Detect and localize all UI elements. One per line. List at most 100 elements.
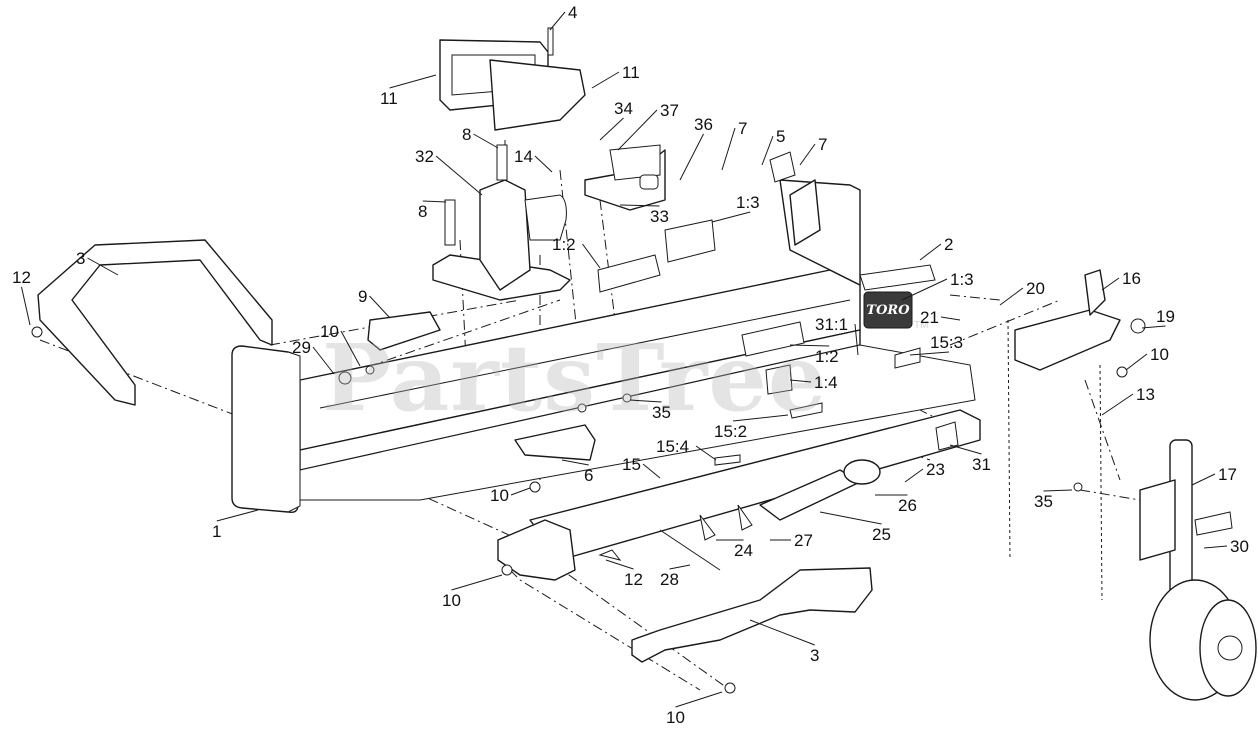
callout-leader-line: [854, 323, 859, 356]
callout-c9: 9: [358, 287, 391, 319]
callout-label: 37: [660, 101, 679, 120]
callout-c11b: 11: [591, 63, 640, 89]
callout-label: 15:3: [930, 333, 963, 352]
callout-leader-line: [901, 278, 948, 301]
wedge-plates: [439, 39, 586, 131]
callout-leader-line: [675, 691, 723, 708]
callout-label: 15:4: [656, 437, 689, 456]
wedge-shoe-6: [514, 424, 596, 461]
callout-label: 11: [622, 63, 640, 82]
callout-label: 10: [1150, 345, 1169, 364]
callout-leader-line: [909, 351, 950, 356]
callout-label: 12: [624, 570, 643, 589]
callout-c25: 25: [819, 511, 891, 544]
callout-c21: 21: [920, 308, 961, 327]
callout-label: 13: [1136, 385, 1155, 404]
callout-c11a: 11: [380, 74, 437, 108]
callout-leader-line: [721, 127, 736, 171]
callout-leader-line: [534, 155, 553, 173]
callout-leader-line: [340, 330, 361, 367]
callout-leader-line: [21, 286, 31, 326]
callout-leader-line: [669, 564, 691, 570]
callout-leader-line: [619, 204, 660, 207]
callout-leader-line: [1125, 353, 1148, 371]
callout-c10d: 10: [442, 574, 503, 610]
callout-label: 3: [76, 249, 85, 268]
callout-label: 10: [490, 486, 509, 505]
callout-label: 15:2: [714, 422, 747, 441]
callout-c8b: 8: [418, 200, 447, 221]
callout-leader-line: [473, 133, 499, 149]
callout-leader-line: [1141, 325, 1166, 329]
callout-c31_1: 31:1: [815, 315, 859, 356]
callout-label: 35: [1034, 492, 1053, 511]
safety-chains: [1007, 319, 1103, 601]
callout-leader-line: [949, 444, 982, 455]
callout-leader-line: [999, 287, 1024, 306]
callout-label: 1:3: [736, 193, 760, 212]
callout-c12b: 12: [605, 559, 643, 589]
callout-c1_4: 1:4: [789, 373, 838, 392]
callout-leader-line: [591, 71, 620, 89]
watermark-text: PartsTree: [322, 324, 827, 432]
callout-leader-line: [561, 459, 589, 466]
callout-c6: 6: [561, 459, 593, 485]
callout-c13: 13: [1101, 385, 1155, 416]
callout-c17: 17: [1191, 465, 1237, 486]
callout-leader-line: [1101, 393, 1134, 416]
callout-c1_2a: 1:2: [552, 235, 601, 269]
callout-c1_3b: 1:3: [901, 270, 974, 301]
callout-label: 1: [212, 522, 221, 541]
callout-label: 17: [1218, 465, 1237, 484]
callout-label: 1:2: [552, 235, 576, 254]
callout-c15_4: 15:4: [656, 437, 717, 461]
watermark: PartsTree TM: [322, 320, 928, 432]
wedge-shoe-9: [367, 311, 441, 351]
callout-label: 15: [622, 455, 641, 474]
callout-leader-line: [582, 243, 601, 269]
callout-c27: 27: [770, 531, 813, 550]
callout-label: 5: [776, 127, 785, 146]
callout-label: 10: [320, 322, 339, 341]
callout-leader-line: [312, 346, 335, 375]
callout-c15_3: 15:3: [909, 333, 963, 356]
callout-label: 32: [415, 147, 434, 166]
callout-c8a: 8: [462, 125, 499, 149]
callout-leader-line: [695, 445, 717, 461]
callout-c1_2b: 1:2: [789, 344, 839, 366]
callout-leader-line: [679, 133, 704, 181]
cylinder-mount-tube: [497, 409, 981, 581]
callout-c2: 2: [919, 235, 953, 261]
callout-c32: 32: [415, 147, 483, 196]
callout-leader-line: [789, 379, 812, 383]
callout-label: 11: [380, 89, 398, 108]
callout-label: 23: [926, 460, 945, 479]
callout-c35b: 35: [1034, 489, 1073, 511]
main-beam: [299, 179, 976, 501]
callout-label: 36: [694, 115, 713, 134]
hitch-assembly: [1014, 269, 1146, 371]
callout-leader-line: [732, 414, 789, 422]
decals: [597, 219, 921, 466]
guard-top: [37, 239, 273, 406]
callout-leader-line: [749, 619, 815, 646]
callout-leader-line: [642, 463, 661, 479]
callout-label: 16: [1122, 269, 1141, 288]
callout-c31: 31: [949, 444, 991, 474]
callout-leader-line: [599, 117, 624, 141]
callout-label: 1:3: [950, 270, 974, 289]
callout-label: 8: [462, 125, 471, 144]
callout-label: 4: [568, 3, 577, 22]
callout-label: 33: [650, 207, 669, 226]
callout-label: 3: [810, 646, 819, 665]
guard-bottom: [631, 567, 873, 663]
callout-c23: 23: [904, 460, 945, 483]
callout-c16: 16: [1101, 269, 1141, 291]
callout-c10a: 10: [320, 322, 361, 367]
callout-c10c: 10: [490, 486, 531, 505]
callout-leader-line: [549, 11, 566, 31]
callout-label: 35: [652, 403, 671, 422]
brand-plate: TORO: [863, 291, 913, 329]
callout-label: 1:4: [814, 373, 838, 392]
